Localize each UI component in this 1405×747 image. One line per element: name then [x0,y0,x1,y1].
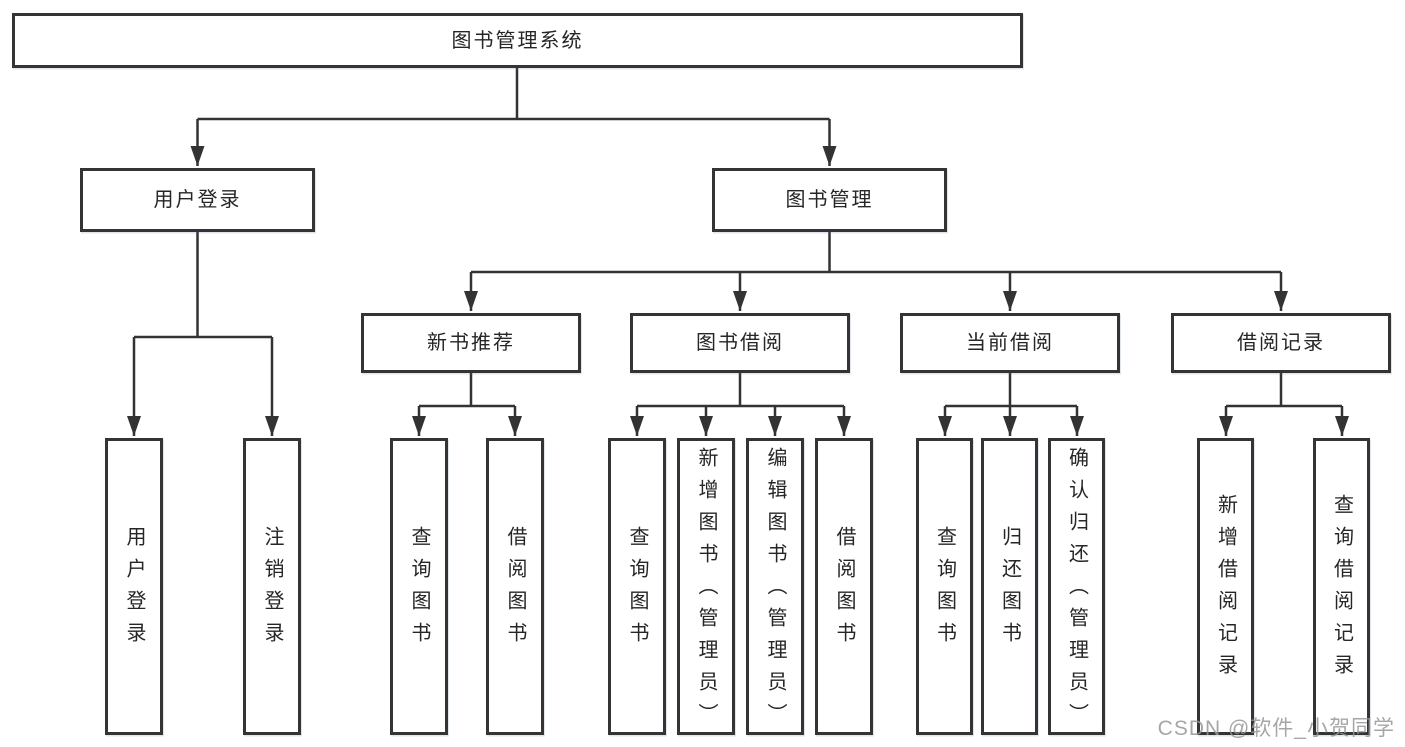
leaf-add-books-admin: 新增图书（管理员） [677,438,735,735]
leaf-query-books-current: 查询图书 [916,438,973,735]
leaf-query-books-borrowing: 查询图书 [608,438,666,735]
node-book-management: 图书管理 [712,168,947,232]
leaf-edit-books-admin: 编辑图书（管理员） [746,438,804,735]
trunk-root [197,68,830,121]
node-current-borrowing: 当前借阅 [900,313,1120,373]
node-new-book-recommend: 新书推荐 [361,313,581,373]
trunk-new-book-recommend [419,373,515,408]
trunk-user-login [134,232,272,339]
leaf-query-borrow-record: 查询借阅记录 [1313,438,1370,735]
leaf-user-login: 用户登录 [105,438,163,735]
node-borrowing-records: 借阅记录 [1171,313,1391,373]
trunk-borrowing-records [1226,373,1342,408]
leaf-borrow-books-recommend: 借阅图书 [486,438,544,735]
leaf-query-books-recommend: 查询图书 [390,438,448,735]
node-root: 图书管理系统 [12,13,1023,68]
node-user-login: 用户登录 [80,168,315,232]
leaf-return-books: 归还图书 [981,438,1038,735]
trunk-book-management [471,232,1281,274]
leaf-borrow-books-borrowing: 借阅图书 [815,438,873,735]
csdn-watermark: CSDN @软件_小贺同学 [1157,717,1395,740]
trunk-book-borrowing [637,373,844,408]
node-book-borrowing: 图书借阅 [630,313,850,373]
leaf-confirm-return-admin: 确认归还（管理员） [1048,438,1105,735]
trunk-current-borrowing [945,373,1077,408]
leaf-add-borrow-record: 新增借阅记录 [1197,438,1254,735]
leaf-logout: 注销登录 [243,438,301,735]
